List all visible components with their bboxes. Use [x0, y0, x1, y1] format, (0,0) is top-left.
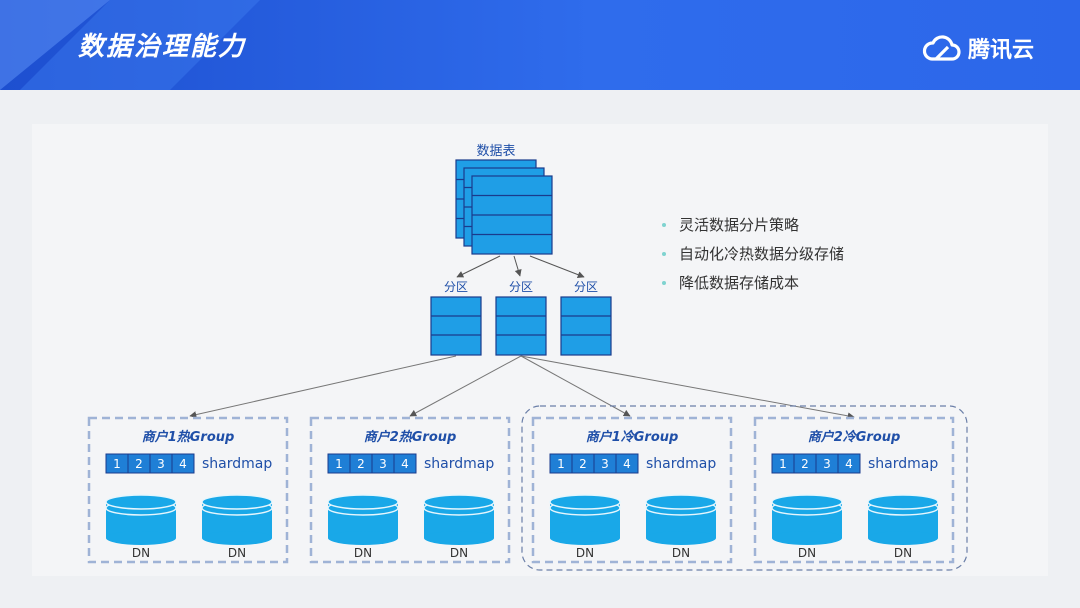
- shard-slot: 2: [571, 453, 595, 474]
- data-node-label: DN: [798, 546, 816, 560]
- cold-tier-boundary: [521, 405, 968, 571]
- shard-slot-number: 4: [845, 457, 853, 471]
- shard-slot: 1: [549, 453, 573, 474]
- data-node-label: DN: [576, 546, 594, 560]
- shard-slot: 4: [837, 453, 861, 474]
- data-table-label: 数据表: [476, 144, 515, 159]
- partition-label: 分区: [509, 280, 533, 294]
- shard-slot-number: 1: [335, 457, 343, 471]
- shardmap-label: shardmap: [202, 456, 272, 472]
- data-table-stack: [455, 159, 553, 255]
- data-node-cylinder: DN: [327, 494, 399, 560]
- cloud-icon: [922, 35, 961, 61]
- shard-slot-number: 4: [401, 457, 409, 471]
- data-node-cylinder: DN: [867, 494, 939, 560]
- group-title: 商户2冷Group: [808, 429, 901, 445]
- data-node-cylinder: DN: [771, 494, 843, 560]
- shard-slot: 4: [171, 453, 195, 474]
- shard-slot: 1: [771, 453, 795, 474]
- shard-slot-number: 4: [623, 457, 631, 471]
- partition-label: 分区: [444, 280, 468, 294]
- data-node-label: DN: [132, 546, 150, 560]
- data-node-cylinder: DN: [645, 494, 717, 560]
- data-node-label: DN: [672, 546, 690, 560]
- shard-slot: 2: [127, 453, 151, 474]
- shard-slot-number: 2: [357, 457, 365, 471]
- shard-slot: 3: [593, 453, 617, 474]
- header-bar: 数据治理能力 腾讯云: [0, 0, 1080, 90]
- header-decoration: [0, 0, 260, 90]
- bullet-dot: [662, 280, 666, 285]
- data-node-cylinder: DN: [549, 494, 621, 560]
- shard-slot: 1: [105, 453, 129, 474]
- shard-slot: 1: [327, 453, 351, 474]
- shard-slot-number: 2: [801, 457, 809, 471]
- data-node-cylinder: DN: [423, 494, 495, 560]
- shard-slot: 4: [393, 453, 417, 474]
- partition-box: [560, 296, 612, 356]
- shard-slot-number: 3: [157, 457, 165, 471]
- feature-item: 灵活数据分片策略: [662, 210, 844, 239]
- bullet-dot: [662, 222, 666, 227]
- data-node-label: DN: [228, 546, 246, 560]
- shardmap-label: shardmap: [646, 456, 716, 472]
- feature-item: 自动化冷热数据分级存储: [662, 239, 844, 268]
- partition-box: [430, 296, 482, 356]
- shard-slot: 2: [349, 453, 373, 474]
- group-title: 商户1热Group: [142, 429, 235, 445]
- partition-label: 分区: [574, 280, 598, 294]
- shard-slot: 3: [149, 453, 173, 474]
- shard-slot-number: 4: [179, 457, 187, 471]
- logo-text: 腾讯云: [967, 38, 1034, 63]
- data-node-cylinder: DN: [105, 494, 177, 560]
- shard-slot: 4: [615, 453, 639, 474]
- bullet-dot: [662, 251, 666, 256]
- partition-box: [495, 296, 547, 356]
- shard-slot-number: 2: [579, 457, 587, 471]
- page-title: 数据治理能力: [78, 32, 247, 62]
- feature-list: 灵活数据分片策略 自动化冷热数据分级存储 降低数据存储成本: [662, 210, 844, 297]
- data-node-label: DN: [450, 546, 468, 560]
- group-title: 商户2热Group: [364, 429, 457, 445]
- shard-slot-number: 1: [779, 457, 787, 471]
- shard-slot-number: 1: [557, 457, 565, 471]
- shard-slot-number: 3: [601, 457, 609, 471]
- group-title: 商户1冷Group: [586, 429, 679, 445]
- shard-slot-number: 2: [135, 457, 143, 471]
- shard-slot-number: 1: [113, 457, 121, 471]
- data-node-cylinder: DN: [201, 494, 273, 560]
- shardmap-label: shardmap: [868, 456, 938, 472]
- tencent-cloud-logo: 腾讯云: [922, 32, 1034, 64]
- shard-slot: 3: [815, 453, 839, 474]
- shardmap-label: shardmap: [424, 456, 494, 472]
- data-node-label: DN: [354, 546, 372, 560]
- shard-slot: 2: [793, 453, 817, 474]
- shard-slot: 3: [371, 453, 395, 474]
- data-node-label: DN: [894, 546, 912, 560]
- shard-slot-number: 3: [823, 457, 831, 471]
- feature-item: 降低数据存储成本: [662, 268, 844, 297]
- shard-slot-number: 3: [379, 457, 387, 471]
